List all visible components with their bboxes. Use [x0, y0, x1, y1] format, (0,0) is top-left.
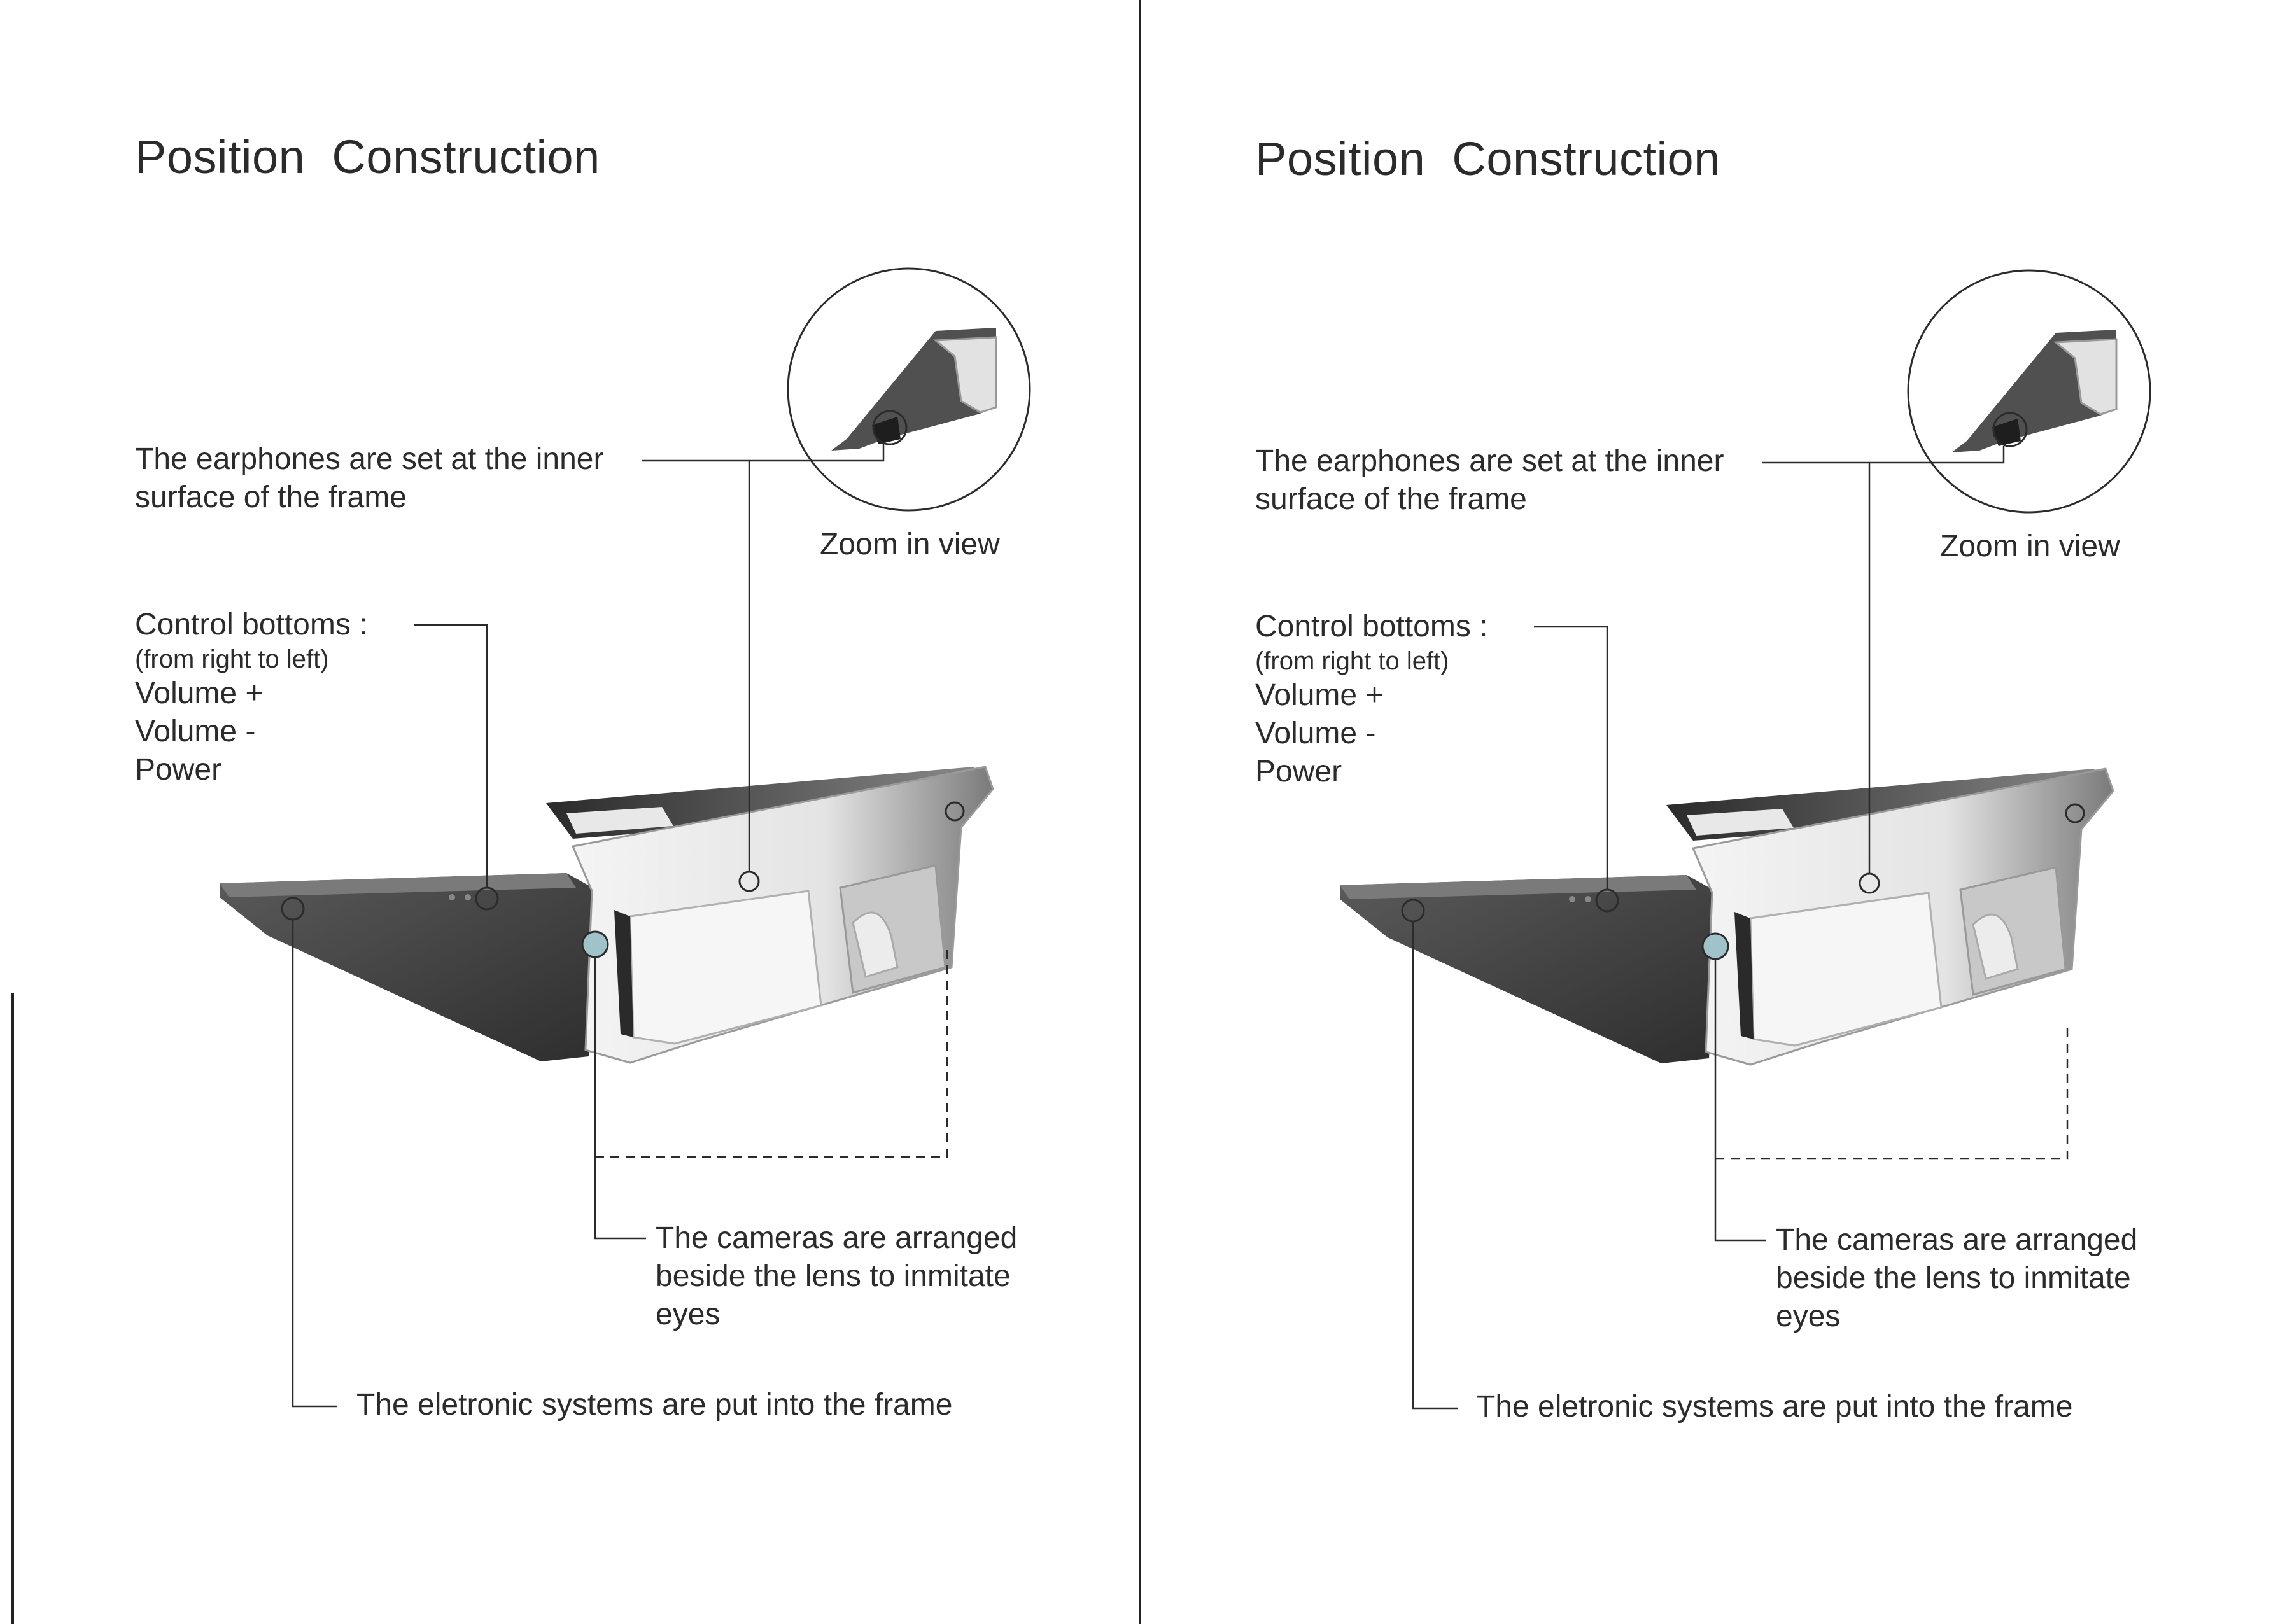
control-volume-down: Volume - [1255, 715, 1487, 753]
lens-left [630, 891, 821, 1044]
lens-left [1750, 893, 1941, 1046]
zoom-label: Zoom in view [820, 526, 1000, 564]
controls-leader [414, 625, 487, 888]
camera-marker [1703, 934, 1728, 959]
electronics-leader [293, 920, 337, 1406]
page-title: Position Construction [135, 130, 600, 184]
camera-marker [582, 932, 608, 957]
control-button-dot [1569, 896, 1575, 902]
electronics-label: The eletronic systems are put into the f… [1477, 1388, 2072, 1426]
control-button-dot [465, 894, 471, 900]
glasses-illustration [1119, 0, 2258, 1624]
cameras-label: The cameras are arranged beside the lens… [656, 1219, 1017, 1334]
electronics-label: The eletronic systems are put into the f… [356, 1386, 952, 1424]
controls-note: (from right to left) [1255, 646, 1487, 676]
control-power: Power [135, 751, 367, 789]
cameras-label: The cameras are arranged beside the lens… [1776, 1221, 2137, 1336]
panel-left: Position Construction The earphones are … [0, 0, 1139, 1624]
panel-right: Position Construction The earphones are … [1119, 0, 2258, 1624]
controls-note: (from right to left) [135, 644, 367, 675]
zoom-label: Zoom in view [1940, 528, 2120, 566]
near-temple-arm [1340, 875, 1719, 1063]
control-volume-up: Volume + [135, 675, 367, 713]
control-power: Power [1255, 753, 1487, 791]
page-title: Position Construction [1255, 132, 1720, 186]
control-button-dot [449, 894, 455, 900]
controls-label: Control bottoms : (from right to left) V… [1255, 608, 1487, 791]
control-volume-up: Volume + [1255, 676, 1487, 715]
controls-label: Control bottoms : (from right to left) V… [135, 606, 367, 789]
glasses-illustration [0, 0, 1139, 1624]
controls-leader [1534, 627, 1607, 890]
control-volume-down: Volume - [135, 713, 367, 751]
earphones-label: The earphones are set at the inner surfa… [135, 440, 603, 517]
near-temple-arm [220, 873, 598, 1061]
earphones-label: The earphones are set at the inner surfa… [1255, 442, 1724, 519]
electronics-leader [1413, 921, 1458, 1408]
control-button-dot [1585, 896, 1591, 902]
controls-heading: Control bottoms : [135, 606, 367, 644]
controls-heading: Control bottoms : [1255, 608, 1487, 646]
